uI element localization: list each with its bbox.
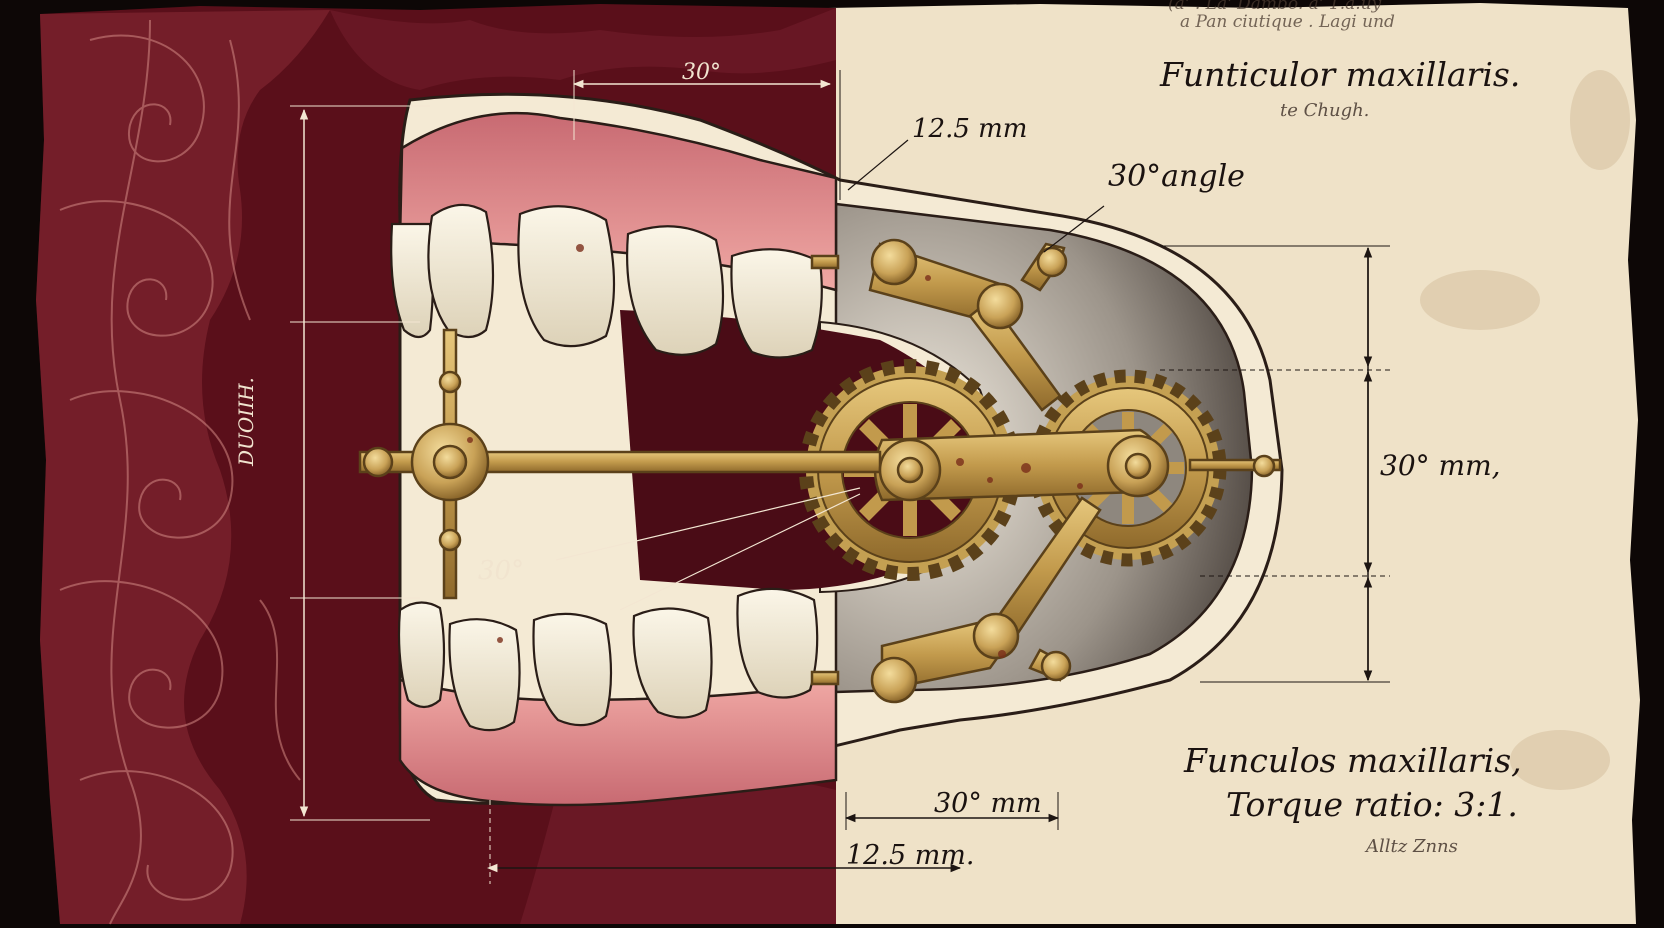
upper-tooth: [626, 225, 725, 356]
dimension-lines: [290, 70, 1390, 884]
pivot-bosses: [362, 238, 1276, 704]
lower-tooth: [448, 618, 521, 732]
caption-signature: Alltz Znns: [1366, 836, 1458, 857]
upper-tooth: [730, 248, 823, 359]
diagram-title: Funticulor maxillaris.: [1160, 55, 1521, 94]
upper-pin-dimension-label: 12.5 mm: [912, 114, 1028, 144]
lower-tooth: [532, 612, 613, 727]
bottom-span-label: 30° mm: [934, 788, 1042, 819]
filigree-ornament: [59, 19, 301, 925]
upper-tooth: [427, 203, 495, 339]
upper-tooth: [517, 205, 616, 348]
header-scribble-line-1: (a' . La' Dambo. a' 1.a.uy: [1168, 0, 1382, 14]
bottom-total-label: 12.5 mm.: [846, 840, 975, 871]
angle-note-label: 30°angle: [1108, 159, 1245, 194]
header-scribble-line-2: a Pan ciutique . Lagi und: [1180, 12, 1395, 32]
vertical-right-label: 30° mm,: [1380, 449, 1501, 482]
title-signature: te Chugh.: [1280, 100, 1370, 121]
lower-tooth: [632, 607, 713, 719]
lower-dental-arch: [397, 587, 838, 807]
upper-dental-arch: [390, 111, 838, 359]
vertical-left-label: DUOIIH.: [234, 377, 258, 466]
lower-tooth: [397, 601, 446, 709]
inner-angle-label: 30°: [478, 556, 525, 586]
caption-line-2: Torque ratio: 3:1.: [1226, 785, 1518, 824]
caption-line-1: Funculos maxillaris,: [1184, 741, 1522, 780]
lower-tooth: [736, 587, 819, 699]
top-span-label: 30°: [682, 60, 721, 85]
